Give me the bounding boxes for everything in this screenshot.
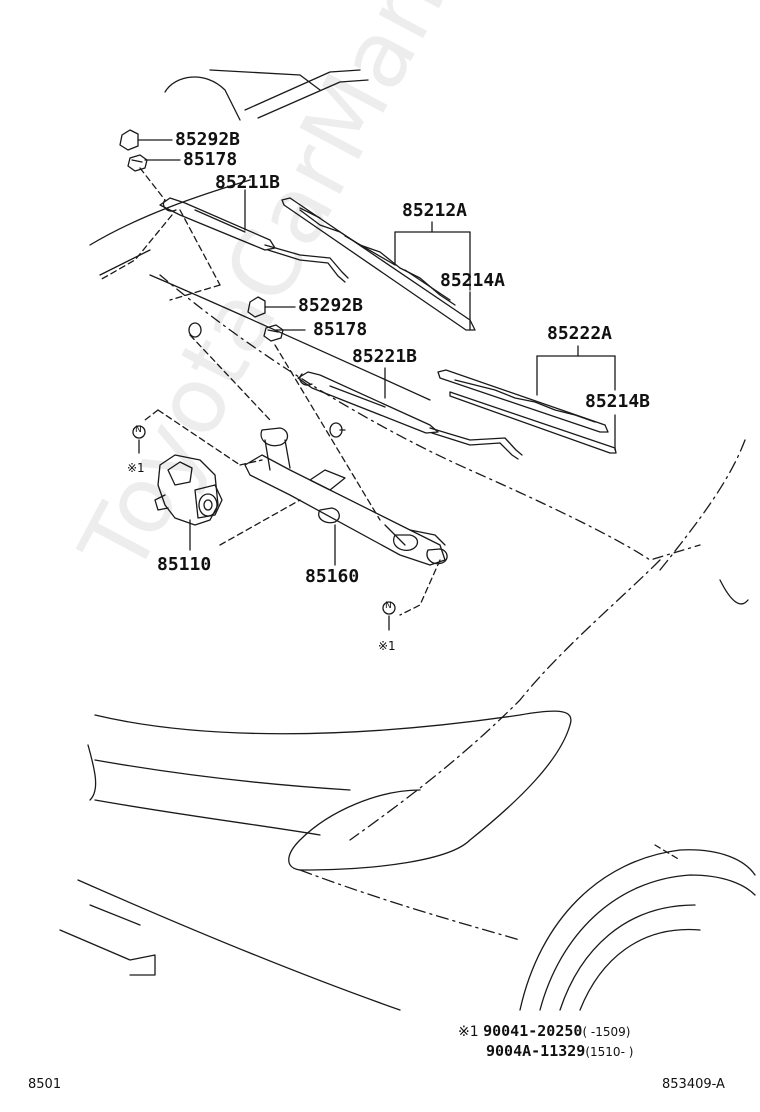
part-label-85178-top: 85178 — [183, 149, 238, 170]
wiper-linkage — [244, 427, 448, 566]
n-marker-icons — [132, 425, 396, 631]
note-range-1: ( -1509) — [582, 1025, 631, 1039]
part-label-85214b: 85214B — [585, 391, 651, 412]
note-row-1: ※1 90041-20250( -1509) — [458, 1022, 631, 1040]
part-label-85222a: 85222A — [547, 323, 613, 344]
n-marker-right: N — [385, 601, 392, 611]
part-label-85292b-top: 85292B — [175, 129, 241, 150]
part-label-85178-mid: 85178 — [313, 319, 368, 340]
part-label-85221b: 85221B — [352, 346, 418, 367]
part-label-85292b-mid: 85292B — [298, 295, 364, 316]
footer-right-code: 853409-A — [662, 1077, 725, 1092]
fender-curve — [719, 579, 749, 605]
hood-edge-side — [659, 439, 746, 571]
windshield-outline — [89, 69, 431, 401]
wiper-blade-lower — [437, 369, 617, 454]
part-label-85214a: 85214A — [440, 270, 506, 291]
wiper-arm-upper — [159, 197, 349, 283]
footer-left-code: 8501 — [28, 1077, 62, 1092]
leader-lines — [137, 139, 616, 566]
note-marker-left: ※1 — [127, 461, 145, 475]
note-part-2: 9004A-11329 — [486, 1042, 586, 1060]
wiper-motor — [154, 454, 223, 526]
n-marker-left: N — [135, 425, 142, 435]
front-body — [59, 710, 756, 1011]
part-label-85160: 85160 — [305, 566, 360, 587]
note-part-1: 90041-20250 — [483, 1022, 583, 1040]
assembly-dash-lines — [99, 167, 441, 616]
note-mark: ※1 — [458, 1024, 479, 1040]
part-label-85110: 85110 — [157, 554, 212, 575]
cap-nut-icons — [119, 129, 343, 438]
part-label-85211b: 85211B — [215, 172, 281, 193]
note-range-2: (1510- ) — [585, 1045, 634, 1059]
note-marker-right: ※1 — [378, 639, 396, 653]
wiper-arm-lower — [297, 371, 523, 460]
hood-edge-line — [349, 559, 661, 841]
note-row-2: 9004A-11329(1510- ) — [486, 1044, 633, 1059]
cowl-dash-line — [159, 274, 701, 561]
wiper-blade-upper — [281, 197, 476, 331]
part-label-85212a: 85212A — [402, 200, 468, 221]
